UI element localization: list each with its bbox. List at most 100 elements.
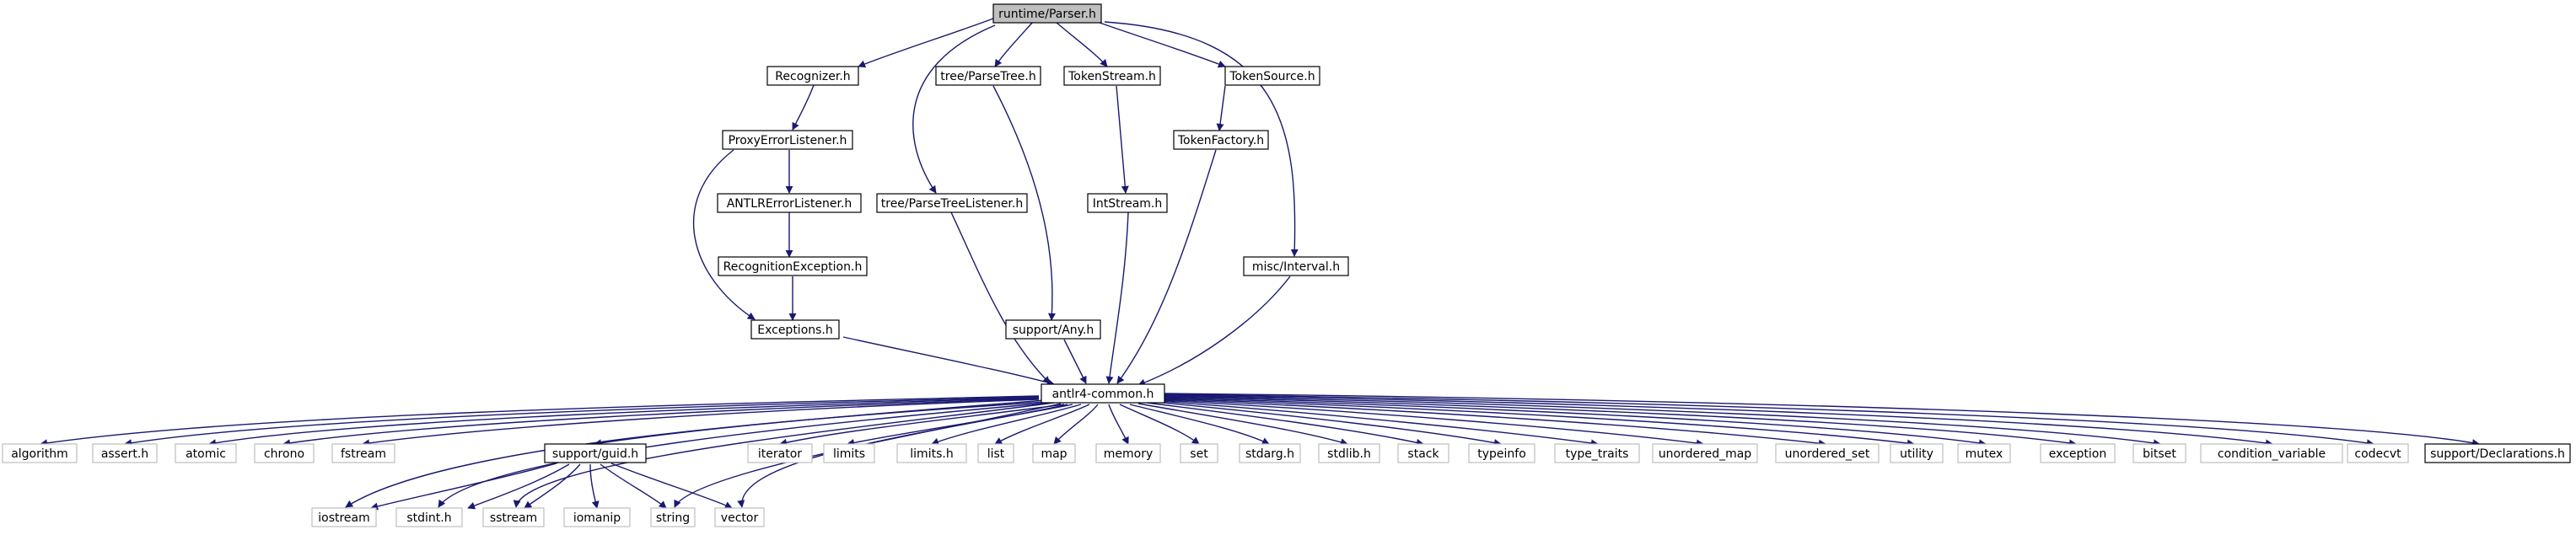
node-box <box>650 507 696 527</box>
node-recognizer: Recognizer.h <box>766 66 859 86</box>
node-label: set <box>1190 447 1208 461</box>
node-decls: support/Declarations.h <box>2424 443 2571 463</box>
node-box <box>1890 443 1944 463</box>
node-tokenfactory: TokenFactory.h <box>1173 130 1269 150</box>
node-any: support/Any.h <box>1005 319 1101 340</box>
node-typeinfo: typeinfo <box>1468 443 1535 463</box>
edge-common-condvar <box>1161 394 2273 447</box>
edge-parser-tokensource <box>1087 18 1226 68</box>
node-fstream: fstream <box>331 443 395 463</box>
node-box <box>1468 443 1535 463</box>
edge-tokensource-tokenfactory <box>1216 85 1226 131</box>
edge-common-type_traits <box>1159 400 1599 447</box>
node-stdint: stdint.h <box>395 507 463 527</box>
node-label: antlr4-common.h <box>1052 388 1154 401</box>
edge-common-mutex <box>1161 397 1987 447</box>
edge-common-typeinfo <box>1154 401 1502 447</box>
node-label: string <box>656 511 690 525</box>
node-box <box>1957 443 2011 463</box>
node-label: tree/ParseTree.h <box>940 70 1035 83</box>
node-label: TokenStream.h <box>1068 70 1156 83</box>
node-box <box>395 507 463 527</box>
node-box <box>1095 443 1161 463</box>
edge-common-set <box>1119 404 1200 445</box>
edge-common-atomic <box>208 397 1040 447</box>
node-box <box>717 193 862 213</box>
node-box <box>1243 256 1349 276</box>
node-label: ANTLRErrorListener.h <box>727 197 852 211</box>
node-box <box>2132 443 2186 463</box>
edge-guid-sstream <box>524 463 581 509</box>
node-box <box>254 443 315 463</box>
node-box <box>1173 130 1269 150</box>
node-box <box>750 319 840 340</box>
node-antlrerr: ANTLRErrorListener.h <box>717 193 862 213</box>
node-label: codecvt <box>2354 447 2401 461</box>
edge-common-algorithm <box>40 395 1040 447</box>
node-label: memory <box>1104 447 1154 461</box>
node-label: Exceptions.h <box>757 324 833 337</box>
node-box <box>92 443 158 463</box>
node-label: support/Any.h <box>1013 324 1094 337</box>
edge-common-utility <box>1161 398 1915 447</box>
node-stack: stack <box>1397 443 1449 463</box>
node-box <box>1224 66 1320 86</box>
edge-guid-string <box>600 463 667 509</box>
edge-parser-recognizer <box>858 18 994 68</box>
node-label: iostream <box>318 511 370 525</box>
node-box <box>2200 443 2343 463</box>
edge-exceptions-common <box>842 336 1055 387</box>
edge-common-iostream <box>345 401 1046 508</box>
node-label: Recognizer.h <box>775 70 850 83</box>
node-common: antlr4-common.h <box>1041 383 1165 404</box>
edge-common-list <box>994 404 1090 445</box>
node-assert: assert.h <box>92 443 158 463</box>
node-box <box>175 443 237 463</box>
node-intstream: IntStream.h <box>1087 193 1168 213</box>
node-limitsh: limits.h <box>896 443 967 463</box>
node-label: atomic <box>186 447 226 461</box>
node-condvar: condition_variable <box>2200 443 2343 463</box>
node-box <box>722 130 853 150</box>
node-unordered-map: unordered_map <box>1652 443 1758 463</box>
node-label: iomanip <box>573 511 621 525</box>
edge-guid-iomanip <box>589 463 600 509</box>
edge-proxyerr-exceptions <box>692 149 756 320</box>
node-box <box>2040 443 2116 463</box>
node-set: set <box>1180 443 1218 463</box>
edge-common-unordered_map <box>1161 399 1704 447</box>
node-box <box>1005 319 1101 340</box>
node-atomic: atomic <box>175 443 237 463</box>
node-tokensource: TokenSource.h <box>1224 66 1320 86</box>
node-box <box>544 443 647 463</box>
node-exceptions: Exceptions.h <box>750 319 840 340</box>
node-label: type_traits <box>1566 447 1629 461</box>
node-iomanip: iomanip <box>563 507 631 527</box>
node-box <box>482 507 545 527</box>
node-memory: memory <box>1095 443 1161 463</box>
node-label: iterator <box>758 447 802 461</box>
node-box <box>1063 66 1161 86</box>
node-bitset: bitset <box>2132 443 2186 463</box>
node-stdarg: stdarg.h <box>1239 443 1301 463</box>
node-box <box>2347 443 2409 463</box>
edge-tokenstream-intstream <box>1116 85 1129 194</box>
node-interval: misc/Interval.h <box>1243 256 1349 276</box>
node-box <box>1318 443 1380 463</box>
node-box <box>766 66 859 86</box>
node-label: tree/ParseTreeListener.h <box>881 197 1023 211</box>
edge-parser-parsetree <box>994 21 1034 67</box>
node-label: vector <box>721 511 759 525</box>
edge-common-iterator <box>779 404 1065 447</box>
node-label: TokenSource.h <box>1229 70 1315 83</box>
node-box <box>331 443 395 463</box>
node-box <box>935 66 1041 86</box>
node-label: condition_variable <box>2218 447 2326 461</box>
edge-guid-vector <box>610 463 733 509</box>
node-box <box>747 443 813 463</box>
edge-common-exception <box>1161 396 2077 447</box>
edge-common-stdarg <box>1129 404 1270 445</box>
edge-interval-common <box>1137 276 1291 387</box>
node-codecvt: codecvt <box>2347 443 2409 463</box>
node-box <box>563 507 631 527</box>
